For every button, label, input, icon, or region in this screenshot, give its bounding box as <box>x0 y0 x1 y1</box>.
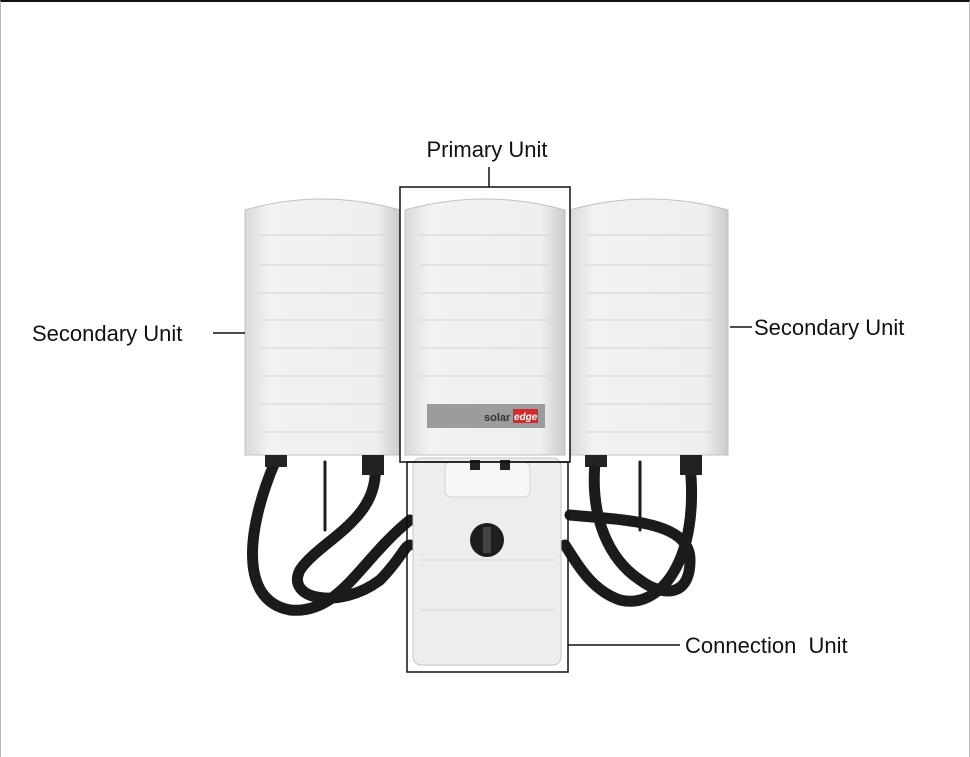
secondary-unit-right <box>569 198 729 475</box>
cables <box>247 456 697 616</box>
label-secondary-unit-left: Secondary Unit <box>32 321 182 346</box>
logo-edge-mark <box>513 409 538 423</box>
label-secondary-unit-right: Secondary Unit <box>754 315 904 340</box>
connection-unit <box>412 457 562 666</box>
label-connection-unit: Connection Unit <box>685 633 848 658</box>
logo-text-solar: solar <box>484 412 511 424</box>
primary-unit: solar edge <box>404 198 566 456</box>
logo-text-edge: edge <box>514 412 538 423</box>
secondary-unit-left <box>244 198 401 475</box>
label-primary-unit: Primary Unit <box>426 137 547 162</box>
callouts <box>213 167 752 673</box>
